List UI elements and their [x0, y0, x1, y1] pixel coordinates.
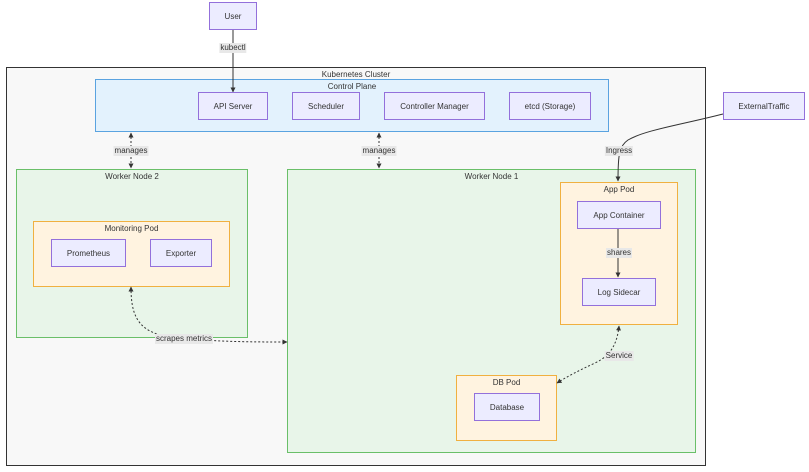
exporter-node[interactable]: Exporter: [150, 239, 212, 267]
user-node[interactable]: User: [209, 2, 257, 30]
etcd-node[interactable]: etcd (Storage): [509, 92, 591, 120]
edge-label-service: Service: [604, 351, 634, 361]
edge-label-ingress: Ingress: [604, 146, 634, 156]
database-node[interactable]: Database: [474, 393, 540, 421]
edge-label-kubectl: kubectl: [219, 43, 247, 53]
log-sidecar-node[interactable]: Log Sidecar: [582, 278, 656, 306]
edge-label-manages-1: manages: [113, 146, 149, 156]
control-plane-title: Control Plane: [327, 82, 377, 91]
monitoring-pod-title: Monitoring Pod: [104, 224, 159, 233]
edge-label-shares: shares: [605, 248, 633, 258]
api-server-node[interactable]: API Server: [198, 92, 268, 120]
external-traffic-node[interactable]: ExternalTraffic: [723, 92, 805, 120]
edge-label-scrapes-metrics: scrapes metrics: [154, 334, 214, 344]
scheduler-node[interactable]: Scheduler: [292, 92, 360, 120]
prometheus-node[interactable]: Prometheus: [51, 239, 126, 267]
controller-manager-node[interactable]: Controller Manager: [384, 92, 485, 120]
edge-label-manages-2: manages: [361, 146, 397, 156]
worker-node-2-title: Worker Node 2: [105, 172, 159, 181]
app-pod-title: App Pod: [603, 185, 635, 194]
worker-node-1-title: Worker Node 1: [464, 172, 519, 181]
kubernetes-cluster-title: Kubernetes Cluster: [321, 70, 391, 79]
db-pod-title: DB Pod: [492, 378, 521, 387]
app-container-node[interactable]: App Container: [577, 201, 661, 229]
